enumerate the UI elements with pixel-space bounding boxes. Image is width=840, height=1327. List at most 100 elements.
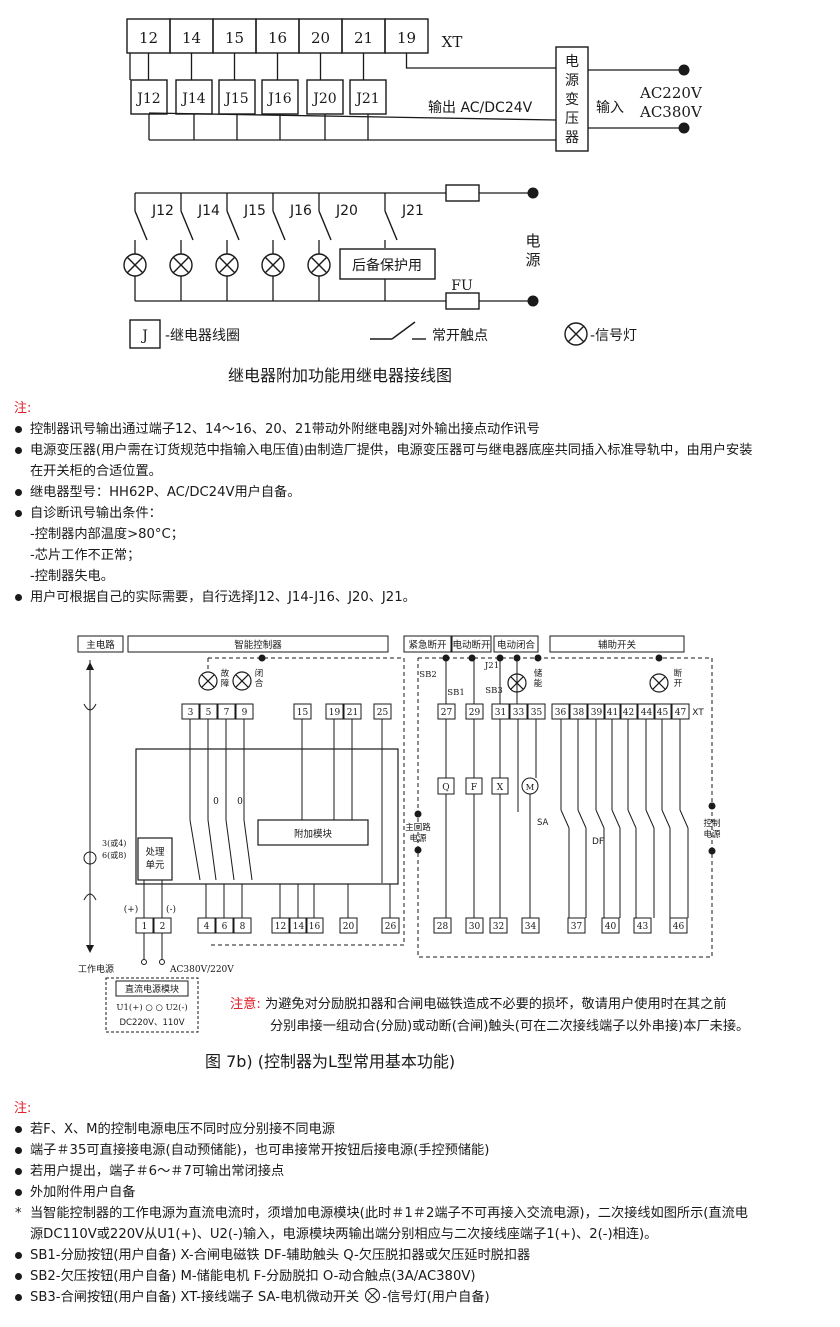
backup-protection-box [339,248,436,280]
junction-dot [442,654,450,662]
wire [208,657,405,946]
arrow-icon [86,662,94,670]
terminal-label: 5 [206,708,212,718]
xt-terminal-label: 15 [225,29,244,47]
lamp-cross [126,256,144,274]
coil-label: F [471,783,477,793]
xt-label: XT [442,33,463,51]
terminal-label: 34 [525,922,537,932]
terminal-label: 45 [657,708,669,718]
relay-coil-label: J16 [266,91,292,107]
junction-dot [708,847,716,855]
fuse-symbol [445,184,480,202]
terminal-label: 33 [513,708,525,718]
contact-label: J15 [243,203,266,219]
terminal-label: 6 [222,922,228,932]
terminal-label: 44 [641,708,653,718]
terminal-label: 31 [495,708,506,718]
wire [560,809,570,829]
power-label: 源 [525,251,540,269]
signal-lamp-icon [564,322,588,346]
terminal-box [669,917,688,934]
terminal-label: 27 [441,708,453,718]
terminal-box [433,917,452,934]
input-voltage: AC380V [639,103,703,121]
junction-dot [534,654,542,662]
wire [627,809,637,829]
section-header-label: 电动闭合 [497,639,536,651]
note-item: 控制器讯号输出通过端子12、14～16、20、21带动外附继电器J对外输出接点动… [14,419,830,440]
notes-basic-function: 注:若F、X、M的控制电源电压不同时应分别接不同电源端子＃35可直接接电源(自动… [14,1098,830,1308]
junction-dot [708,802,716,810]
relay-coil-label: J21 [354,91,379,107]
lamp-store-label: 储 [534,668,543,679]
legend-coil-box [129,319,161,349]
note-heading: 注: [14,401,32,416]
terminal-label: 29 [469,708,481,718]
wire [318,210,332,241]
note-item: -控制器失电。 [30,569,114,584]
terminal-label: 36 [555,708,567,718]
ctrl-power-label: 控制 [703,818,720,829]
junction-dot [655,654,663,662]
junction-dot [258,654,266,662]
note-item: 端子＃35可直接接电源(自动预储能)，也可串接常开按钮后接电源(手控预储能) [14,1140,830,1161]
signal-lamp-icon [649,673,669,693]
warning-note: 注意: 为避免对分励脱扣器和合闸电磁铁造成不必要的损坏，敬请用户使用时在其之前 … [230,994,830,1038]
transformer-char: 器 [565,130,579,146]
legend-contact-text: 常开触点 [432,328,488,344]
note-item: 若用户提出，端子＃6～＃7可输出常闭接点 [14,1161,830,1182]
current-transformer-icon [83,851,97,865]
contact-label: J16 [289,203,312,219]
sa-label: SA [537,818,549,828]
terminal-label: 38 [573,708,585,718]
section-header-box [549,635,685,653]
plus-label: (+) [124,904,139,915]
output-label: 输出 AC/DC24V [428,100,533,116]
terminal-label: 43 [637,922,649,932]
terminal-box [601,917,620,934]
legend-lamp-text: -信号灯 [590,328,637,344]
note-item: 用户可根据自己的实际需要，自行选择J12、J14-J16、J20、J21。 [14,587,830,608]
terminal-label: 28 [437,922,449,932]
terminal-label: 42 [623,708,634,718]
contact-label: J21 [401,203,424,219]
junction-dot [414,810,422,818]
junction-dot [678,64,690,76]
power-label: 电 [525,232,540,250]
backup-label: 后备保护用 [352,257,422,274]
xt-terminal-label: 16 [268,29,287,47]
terminal-ring [159,959,165,965]
section-header-box [403,635,452,653]
section-header-box [127,635,389,653]
terminal-label: 4 [204,922,210,932]
relay-coil-label: J20 [311,91,336,107]
signal-lamp-icon [232,671,252,691]
lamp-cross [235,674,249,688]
transformer-box [555,46,589,152]
ct-label: 3(或4) [102,838,126,848]
transformer-char: 变 [565,92,579,108]
dc-module-title: 直流电源模块 [125,983,179,995]
junction-dot [527,295,539,307]
terminal-label: 26 [385,922,397,932]
note-item: 当智能控制器的工作电源为直流电流时，须增加电源模块(此时＃1＃2端子不可再接入交… [14,1203,830,1224]
processing-unit-box [137,837,173,881]
controller-box [135,748,399,885]
note-item: 自诊断讯号输出条件： [14,503,830,524]
terminal-label: 8 [240,922,246,932]
terminal-label: 39 [591,708,603,718]
terminal-label: 35 [531,708,543,718]
terminal-box [633,917,652,934]
wire [577,809,587,829]
signal-lamp-icon [261,253,285,277]
wire [225,819,235,881]
motor-label: M [526,783,535,793]
note-item: SB3-合闸按钮(用户自备) XT-接线端子 SA-电机微动开关 -信号灯(用户… [14,1287,830,1308]
wire [189,819,201,881]
note-item: 若F、X、M的控制电源电压不同时应分别接不同电源 [14,1119,830,1140]
note-item: 在开关柜的合适位置。 [30,464,162,479]
ac-label: AC380V/220V [169,965,234,975]
junction-dot [468,654,476,662]
